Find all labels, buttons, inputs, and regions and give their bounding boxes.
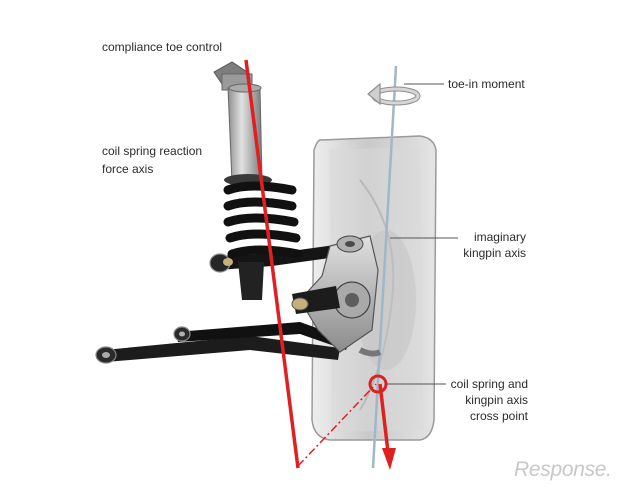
knuckle — [291, 235, 382, 357]
label-cross-point-line3: cross point — [469, 409, 528, 423]
coil-spring — [223, 181, 303, 259]
label-cross-point-line1: coil spring and — [450, 377, 528, 391]
label-imaginary-kingpin-line1: imaginary — [473, 230, 526, 244]
label-coil-spring-reaction-line1: coil spring reaction — [102, 144, 203, 158]
spring-force-axis-dashed — [297, 383, 377, 467]
lower-arm-front — [173, 322, 350, 350]
label-compliance-toe-control: compliance toe control — [102, 40, 223, 54]
lower-arm-rear — [95, 336, 340, 364]
toe-in-force-arrow-line — [378, 383, 390, 453]
toe-in-moment-arrow — [367, 82, 421, 106]
label-cross-point-line2: kingpin axis — [465, 393, 528, 407]
kingpin-axis-line — [371, 65, 398, 469]
label-imaginary-kingpin-line2: kingpin axis — [463, 246, 526, 260]
label-toe-in-moment: toe-in moment — [448, 77, 525, 91]
response-watermark-logo: Response. — [514, 458, 612, 481]
leader-lines — [386, 83, 458, 385]
toe-in-force-arrowhead — [382, 448, 396, 470]
spring-force-axis-line — [244, 59, 300, 469]
label-coil-spring-reaction-line2: force axis — [102, 162, 154, 176]
